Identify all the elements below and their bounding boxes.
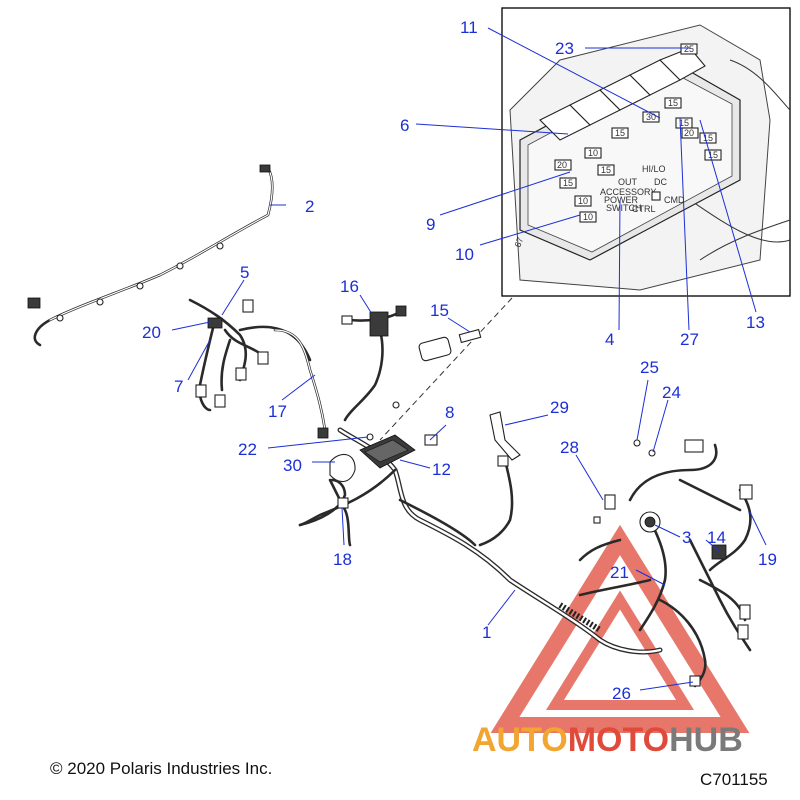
copyright-text: © 2020 Polaris Industries Inc. xyxy=(50,759,272,778)
callout-10: 10 xyxy=(455,245,474,264)
callout-29: 29 xyxy=(550,398,569,417)
svg-text:10: 10 xyxy=(588,148,598,158)
callout-7: 7 xyxy=(174,377,183,396)
svg-text:15: 15 xyxy=(668,98,678,108)
svg-text:15: 15 xyxy=(708,150,718,160)
callout-5: 5 xyxy=(240,263,249,282)
callout-4: 4 xyxy=(605,330,614,349)
svg-text:CTRL: CTRL xyxy=(632,204,656,214)
callout-9: 9 xyxy=(426,215,435,234)
diagram-code: C701155 xyxy=(700,770,768,789)
svg-text:CMD: CMD xyxy=(664,195,685,205)
callout-17: 17 xyxy=(268,402,287,421)
svg-text:10: 10 xyxy=(578,196,588,206)
callout-15: 15 xyxy=(430,301,449,320)
callout-6: 6 xyxy=(400,116,409,135)
fuse-box-12 xyxy=(359,434,438,469)
svg-text:20: 20 xyxy=(684,128,694,138)
callout-labels: 1 2 3 4 5 6 7 8 9 10 11 12 13 14 15 16 1… xyxy=(142,18,777,703)
callout-26: 26 xyxy=(612,684,631,703)
svg-text:OUT: OUT xyxy=(618,177,638,187)
svg-text:HI/LO: HI/LO xyxy=(642,164,666,174)
svg-text:SWITCH: SWITCH xyxy=(606,203,642,213)
harness-1 xyxy=(298,427,663,655)
callout-1: 1 xyxy=(482,623,491,642)
callout-21: 21 xyxy=(610,563,629,582)
callout-16: 16 xyxy=(340,277,359,296)
grommet-30 xyxy=(329,453,356,483)
leader-lines xyxy=(171,27,767,691)
svg-text:15: 15 xyxy=(679,118,689,128)
svg-text:15: 15 xyxy=(703,133,713,143)
harness-2 xyxy=(27,164,274,347)
module-15 xyxy=(418,328,482,362)
component-16 xyxy=(341,305,407,422)
svg-text:DC: DC xyxy=(654,177,667,187)
callout-14: 14 xyxy=(707,528,726,547)
fastener xyxy=(392,401,400,409)
projection-line xyxy=(379,297,513,441)
callout-2: 2 xyxy=(305,197,314,216)
callout-19: 19 xyxy=(758,550,777,569)
svg-text:15: 15 xyxy=(563,178,573,188)
callout-8: 8 xyxy=(445,403,454,422)
callout-12: 12 xyxy=(432,460,451,479)
callout-22: 22 xyxy=(238,440,257,459)
callout-18: 18 xyxy=(333,550,352,569)
fuse-box-inset: 20 15 10 10 10 15 15 30 15 15 20 25 15 1… xyxy=(501,7,791,297)
callout-23: 23 xyxy=(555,39,574,58)
callout-24: 24 xyxy=(662,383,681,402)
callout-28: 28 xyxy=(560,438,579,457)
svg-text:ACCESSORY: ACCESSORY xyxy=(600,187,656,197)
callout-3: 3 xyxy=(682,528,691,547)
svg-text:30: 30 xyxy=(646,112,656,122)
callout-11: 11 xyxy=(460,18,478,37)
right-harness xyxy=(578,439,753,688)
fuse-labels: 20 15 10 10 10 15 15 30 15 15 20 25 15 1… xyxy=(557,44,718,222)
callout-30: 30 xyxy=(283,456,302,475)
svg-text:25: 25 xyxy=(684,44,694,54)
svg-text:10: 10 xyxy=(583,212,593,222)
callout-13: 13 xyxy=(746,313,765,332)
bracket-29 xyxy=(489,411,521,461)
svg-text:POWER: POWER xyxy=(604,195,639,205)
svg-text:15: 15 xyxy=(615,128,625,138)
relay-blocks xyxy=(539,47,706,141)
svg-text:15: 15 xyxy=(601,165,611,175)
harness-7 xyxy=(188,298,312,412)
svg-text:67: 67 xyxy=(512,236,525,249)
watermark-wordmark: AUTOMOTOHUB xyxy=(472,721,743,759)
panel-markings: OUT HI/LO ACCESSORY POWER SWITCH DC CTRL… xyxy=(512,164,685,249)
harness-18 xyxy=(298,478,349,527)
harness-17 xyxy=(273,328,329,439)
svg-text:20: 20 xyxy=(557,160,567,170)
fuse-slots xyxy=(554,43,722,223)
callout-25: 25 xyxy=(640,358,659,377)
callout-20: 20 xyxy=(142,323,161,342)
svg-text:AUTOMOTOHUB: AUTOMOTOHUB xyxy=(472,721,743,759)
callout-27: 27 xyxy=(680,330,699,349)
